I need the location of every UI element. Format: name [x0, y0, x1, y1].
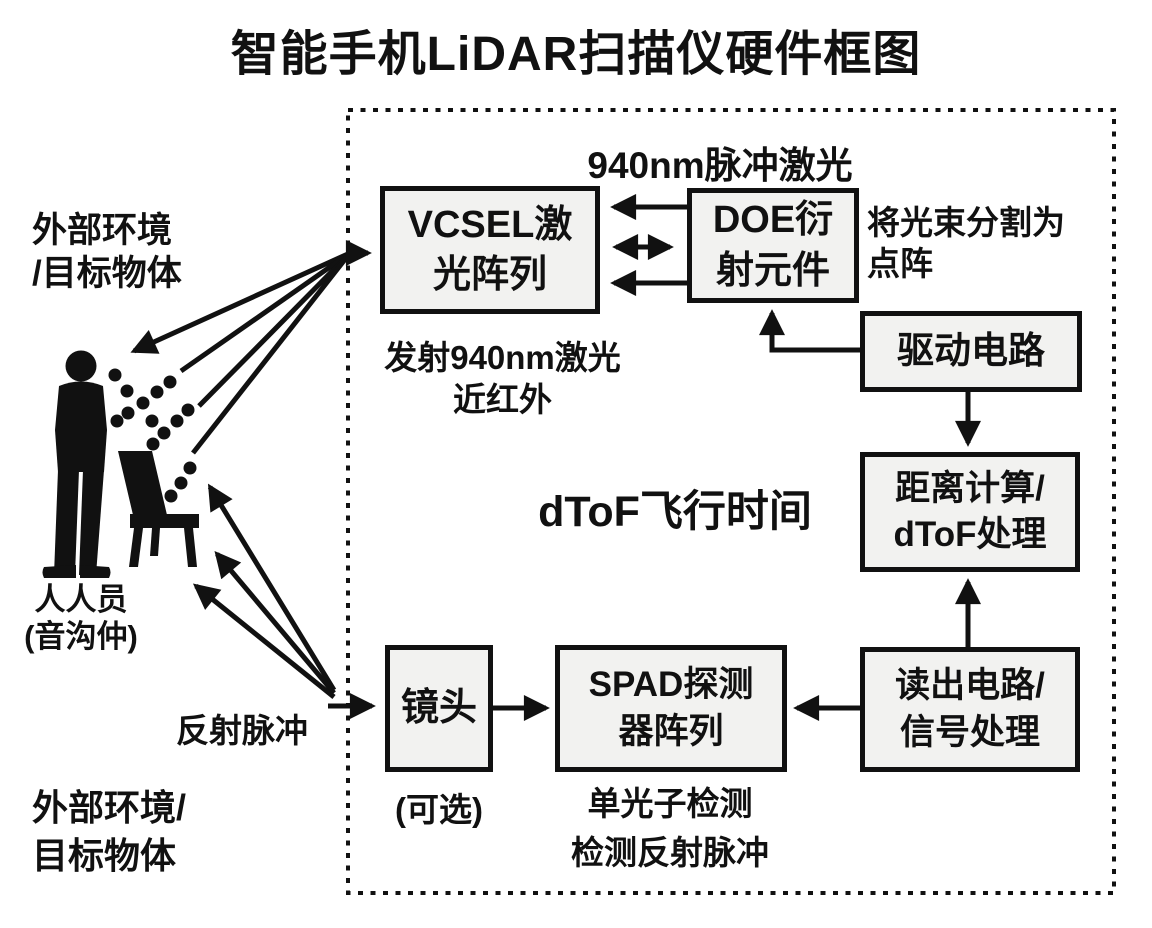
chair-silhouette-icon	[118, 451, 199, 567]
emit-laser-line1: 发射940nm激光	[384, 339, 621, 376]
beam-split-line2: 点阵	[867, 245, 933, 282]
environment-bottom-line1: 外部环境/	[32, 787, 187, 828]
vcsel-label-line2: 光阵列	[432, 254, 547, 296]
emit-laser-line2: 近红外	[453, 381, 552, 418]
distance-label-line1: 距离计算/	[895, 468, 1045, 508]
emit-laser-annotation: 发射940nm激光 近红外	[360, 337, 645, 421]
emission-fan-lines	[130, 240, 372, 455]
lens-optional-note: (可选)	[395, 791, 483, 828]
doe-label-line2: 射元件	[715, 249, 830, 292]
environment-bottom-line2: 目标物体	[32, 835, 177, 876]
person-label: 人人员 (音沟仲)	[22, 581, 140, 655]
drive-circuit-box: 驱动电路	[860, 311, 1082, 392]
distance-calc-box: 距离计算/ dToF处理	[860, 452, 1080, 572]
laser-dot-matrix	[108, 368, 197, 503]
reflected-pulse-label: 反射脉冲	[176, 712, 308, 749]
spad-note: 单光子检测 检测反射脉冲	[540, 779, 800, 877]
reflection-fan-arrows	[192, 483, 376, 719]
beam-split-annotation: 将光束分割为 点阵	[867, 202, 1065, 284]
drive-label: 驱动电路	[897, 330, 1045, 372]
spad-detector-box: SPAD探测 器阵列	[555, 645, 787, 772]
distance-label-line2: dToF处理	[893, 515, 1047, 554]
drive-doe-connector	[759, 309, 860, 353]
person-label-line2: (音沟仲)	[24, 619, 138, 654]
vcsel-laser-array-box: VCSEL激 光阵列	[380, 186, 600, 314]
pulse-laser-annotation: 940nm脉冲激光	[587, 145, 853, 186]
environment-bottom-label: 外部环境/ 目标物体	[32, 784, 186, 880]
lens-box: 镜头	[385, 645, 493, 772]
lens-label: 镜头	[400, 687, 477, 730]
environment-top-line2: /目标物体	[32, 254, 182, 293]
spad-note-line2: 检测反射脉冲	[571, 834, 769, 871]
doe-label-line1: DOE衍	[712, 199, 834, 242]
environment-top-line1: 外部环境	[32, 211, 173, 250]
readout-label-line2: 信号处理	[899, 712, 1040, 752]
page-title: 智能手机LiDAR扫描仪硬件框图	[230, 28, 922, 81]
spad-note-line1: 单光子检测	[587, 785, 753, 822]
environment-top-label: 外部环境 /目标物体	[32, 209, 182, 295]
dtof-annotation: dToF飞行时间	[538, 488, 812, 536]
beam-split-line1: 将光束分割为	[867, 204, 1065, 241]
readout-label-line1: 读出电路/	[895, 666, 1045, 706]
doe-element-box: DOE衍 射元件	[687, 188, 859, 303]
person-label-line1: 人人员	[34, 582, 128, 617]
spad-label-line2: 器阵列	[618, 711, 724, 751]
person-silhouette-icon	[42, 350, 111, 578]
readout-circuit-box: 读出电路/ 信号处理	[860, 647, 1080, 772]
vcsel-label-line1: VCSEL激	[407, 203, 573, 246]
spad-label-line1: SPAD探测	[588, 665, 754, 705]
